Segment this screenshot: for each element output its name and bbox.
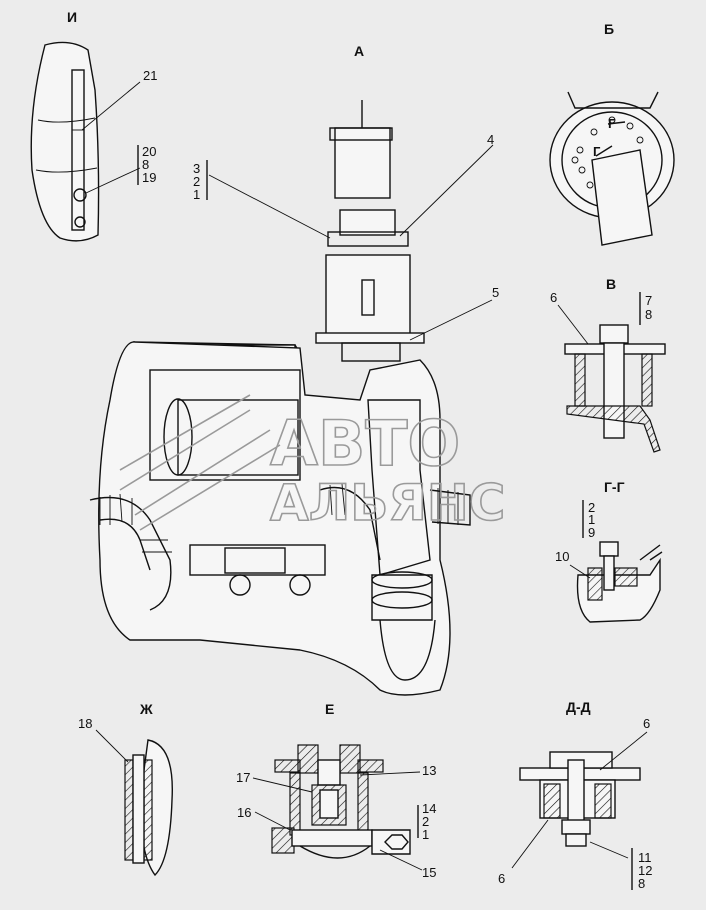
callout-dd-8: 8 [638, 876, 645, 891]
callout-gg-2: 2 [588, 500, 595, 515]
view-titles: И А Б В Г-Г Ж Е Д-Д Г Г [67, 9, 625, 717]
view-title-v: В [606, 276, 616, 292]
view-title-g-g: Г-Г [604, 479, 625, 495]
section-e [252, 744, 423, 871]
main-view-leaders [206, 144, 494, 341]
detail-view-v [557, 292, 666, 453]
watermark-line-1: АВТО [270, 407, 460, 480]
callout-e-17: 17 [236, 770, 250, 785]
callout-gg-1: 1 [588, 512, 595, 527]
arrow-label-g-1: Г [593, 144, 601, 159]
watermark: АВТО АЛЬЯНС [119, 394, 506, 533]
callout-zh-18: 18 [78, 716, 92, 731]
view-title-b: Б [604, 21, 614, 37]
view-title-d-d: Д-Д [566, 699, 591, 715]
callout-a-4: 4 [487, 132, 494, 147]
callout-a-1: 1 [193, 187, 200, 202]
callout-gg-10: 10 [555, 549, 569, 564]
callout-i-19: 19 [142, 170, 156, 185]
callout-dd-11: 11 [638, 850, 652, 865]
callout-gg-9: 9 [588, 525, 595, 540]
callout-v-7: 7 [645, 293, 652, 308]
section-g-g [569, 500, 663, 623]
callout-e-2: 2 [422, 814, 429, 829]
callout-e-15: 15 [422, 865, 436, 880]
arrow-label-g-2: Г [608, 116, 616, 131]
detail-view-i [30, 41, 141, 242]
view-title-e: Е [325, 701, 334, 717]
callout-e-1: 1 [422, 827, 429, 842]
callout-e-16: 16 [237, 805, 251, 820]
view-title-zh: Ж [139, 701, 153, 717]
callout-v-8: 8 [645, 307, 652, 322]
detail-view-b [549, 91, 675, 246]
callout-e-13: 13 [422, 763, 436, 778]
section-d-d [511, 731, 648, 890]
view-title-i: И [67, 9, 77, 25]
callout-v-6: 6 [550, 290, 557, 305]
callouts: 21 20 8 19 3 2 1 4 5 6 7 8 2 1 9 10 18 1… [78, 68, 652, 891]
callout-i-20: 20 [142, 144, 156, 159]
callout-a-3: 3 [193, 161, 200, 176]
callout-dd-6-top: 6 [643, 716, 650, 731]
watermark-line-2: АЛЬЯНС [270, 474, 505, 532]
callout-dd-12: 12 [638, 863, 652, 878]
main-view-a [89, 100, 471, 696]
view-title-a: А [354, 43, 364, 59]
callout-a-2: 2 [193, 174, 200, 189]
callout-a-5: 5 [492, 285, 499, 300]
callout-i-21: 21 [143, 68, 157, 83]
callout-dd-6-bottom: 6 [498, 871, 505, 886]
callout-e-14: 14 [422, 801, 436, 816]
detail-view-zh [95, 729, 173, 877]
callout-i-8: 8 [142, 157, 149, 172]
